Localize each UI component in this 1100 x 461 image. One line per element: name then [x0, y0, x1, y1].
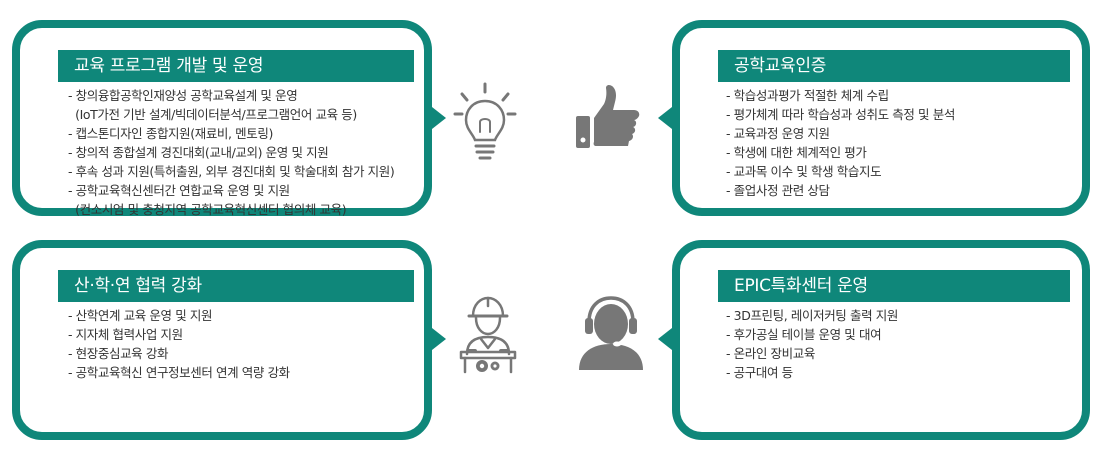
card-epic-center: EPIC특화센터 운영 - 3D프린팅, 레이저커팅 출력 지원 - 후가공실 …	[672, 240, 1090, 440]
card-list: - 산학연계 교육 운영 및 지원 - 지자체 협력사업 지원 - 현장중심교육…	[68, 306, 290, 382]
list-item: - 평가체계 따라 학습성과 성취도 측정 및 분석	[726, 107, 955, 122]
list-item: - 교과목 이수 및 학생 학습지도	[726, 164, 882, 179]
lightbulb-icon	[453, 82, 517, 160]
card-title: 산·학·연 협력 강화	[58, 270, 414, 302]
card-title: EPIC특화센터 운영	[718, 270, 1070, 302]
list-item: - 창의융합공학인재양성 공학교육설계 및 운영	[68, 88, 298, 103]
list-item: - 창의적 종합설계 경진대회(교내/교외) 운영 및 지원	[68, 145, 329, 160]
card-title: 교육 프로그램 개발 및 운영	[58, 50, 414, 82]
card-education-program: 교육 프로그램 개발 및 운영 - 창의융합공학인재양성 공학교육설계 및 운영…	[12, 20, 432, 219]
card-pointer	[658, 328, 672, 350]
list-item: - 공학교육혁신 연구정보센터 연계 역량 강화	[68, 365, 290, 380]
list-item: - 졸업사정 관련 상담	[726, 183, 830, 198]
card-list: - 학습성과평가 적절한 체계 수립 - 평가체계 따라 학습성과 성취도 측정…	[726, 86, 955, 200]
headset-agent-icon	[579, 296, 643, 370]
card-title: 공학교육인증	[718, 50, 1070, 82]
list-item: - 학생에 대한 체계적인 평가	[726, 145, 867, 160]
list-item: - 후가공실 테이블 운영 및 대여	[726, 327, 882, 342]
list-item: - 온라인 장비교육	[726, 346, 815, 361]
list-item: (IoT가전 기반 설계/빅데이터분석/프로그램언어 교육 등)	[68, 107, 357, 122]
list-item: - 지자체 협력사업 지원	[68, 327, 183, 342]
card-pointer	[432, 328, 446, 350]
card-engineering-accreditation: 공학교육인증 - 학습성과평가 적절한 체계 수립 - 평가체계 따라 학습성과…	[672, 20, 1090, 216]
list-item: - 현장중심교육 강화	[68, 346, 169, 361]
card-list: - 3D프린팅, 레이저커팅 출력 지원 - 후가공실 테이블 운영 및 대여 …	[726, 306, 898, 382]
thumbs-up-icon	[576, 84, 640, 148]
list-item: - 학습성과평가 적절한 체계 수립	[726, 88, 889, 103]
list-item: - 후속 성과 지원(특허출원, 외부 경진대회 및 학술대회 참가 지원)	[68, 164, 395, 179]
list-item: - 산학연계 교육 운영 및 지원	[68, 308, 213, 323]
card-list: - 창의융합공학인재양성 공학교육설계 및 운영 (IoT가전 기반 설계/빅데…	[68, 86, 395, 219]
card-pointer	[658, 107, 672, 129]
list-item: (컨소시엄 및 충청지역 공학교육혁신센터 협의체 교육)	[68, 202, 347, 217]
list-item: - 캡스톤디자인 종합지원(재료비, 멘토링)	[68, 126, 273, 141]
card-pointer	[432, 107, 446, 129]
card-industry-collaboration: 산·학·연 협력 강화 - 산학연계 교육 운영 및 지원 - 지자체 협력사업…	[12, 240, 432, 440]
list-item: - 교육과정 운영 지원	[726, 126, 830, 141]
engineer-icon	[459, 296, 517, 374]
list-item: - 3D프린팅, 레이저커팅 출력 지원	[726, 308, 898, 323]
list-item: - 공학교육혁신센터간 연합교육 운영 및 지원	[68, 183, 290, 198]
list-item: - 공구대여 등	[726, 365, 793, 380]
